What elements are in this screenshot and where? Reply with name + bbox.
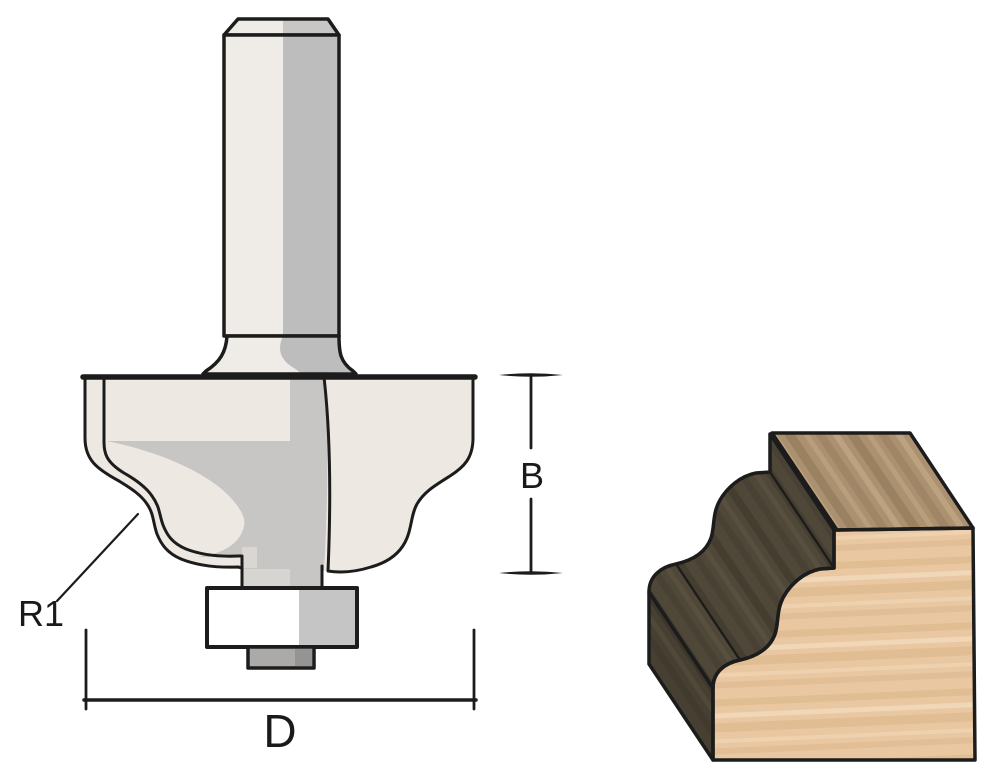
dimension-b: B [499,373,563,575]
router-bit-illustration [80,17,478,670]
dimension-d-label: D [263,705,296,757]
wood-front-face-outline [711,526,977,762]
shank-body-shade [283,35,339,336]
dimension-b-tick-top [499,373,563,377]
dimension-d: D [82,628,478,757]
cutter-head-shadow [107,378,328,588]
pilot-bearing-shade [299,590,355,645]
dimension-b-tick-bottom [499,571,563,575]
shank-fillet-shade [280,336,353,373]
radius-r1-label: R1 [18,593,64,634]
cutter-wing-right [322,375,475,574]
dimension-r1: R1 [18,512,140,634]
bearing-nut-shade [295,649,312,666]
dimension-d-extension-lines [84,628,476,711]
wood-front-face-grain [713,528,975,760]
radius-r1-leader [55,512,140,603]
cutter-wing-left [83,375,244,570]
wood-side-face-grain [649,592,713,760]
arbor-neck-outline [240,564,324,590]
dimension-b-label: B [520,455,544,496]
shank-fillet-outline [201,334,358,376]
cutter-tip-step [242,547,257,568]
wood-profile-illustration [647,431,977,762]
shank-chamfer-shade [283,19,339,35]
bearing-nut-outline [246,645,316,670]
arbor-neck [243,569,290,587]
wood-profile-crease-lines [674,470,836,662]
